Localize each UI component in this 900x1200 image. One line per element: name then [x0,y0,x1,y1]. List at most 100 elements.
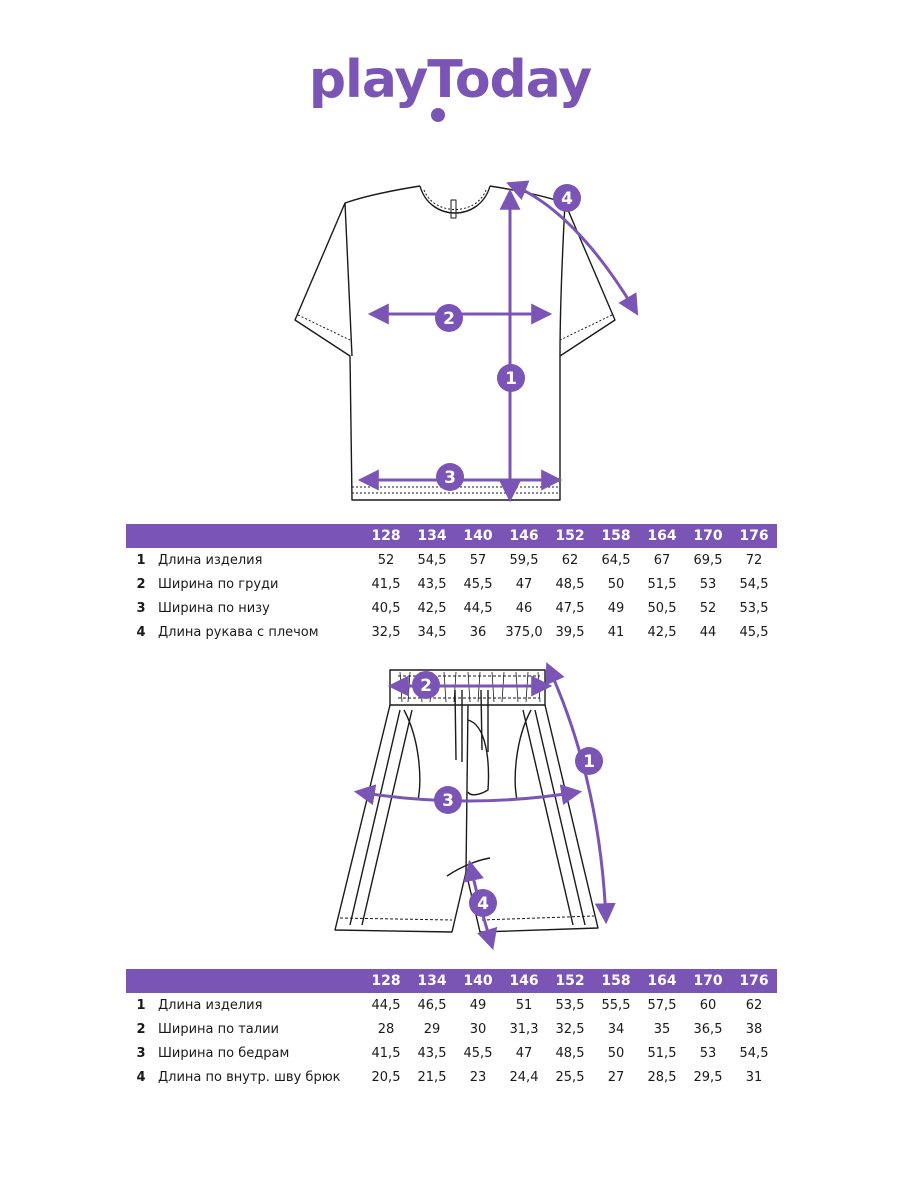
tshirt-table-header: 128 134 140 146 152 158 164 170 176 [126,524,777,548]
cell-value: 46,5 [417,997,447,1013]
cell-value: 31,3 [509,1021,539,1037]
cell-value: 29 [423,1021,441,1037]
size-header: 152 [547,969,593,993]
row-name: Длина по внутр. шву брюк [158,1069,341,1085]
table-row: 2 Ширина по груди 41,5 43,5 45,5 47 48,5… [126,572,777,596]
cell-value: 39,5 [555,624,585,640]
cell-value: 49 [469,997,487,1013]
size-header: 176 [731,524,777,548]
cell-value: 64,5 [601,552,631,568]
shorts-drawing: 1 2 3 4 [334,662,616,951]
cell-value: 28 [377,1021,395,1037]
cell-value: 69,5 [693,552,723,568]
cell-value: 51,5 [647,1045,677,1061]
shorts-marker-1: 1 [583,752,595,772]
row-name: Длина изделия [158,997,263,1013]
table-row: 1 Длина изделия 52 54,5 57 59,5 62 64,5 … [126,548,777,572]
cell-value: 45,5 [463,1045,493,1061]
row-name: Ширина по низу [158,600,270,616]
cell-value: 51 [515,997,533,1013]
cell-value: 41,5 [371,1045,401,1061]
size-header: 158 [593,524,639,548]
cell-value: 53,5 [555,997,585,1013]
table-row: 1 Длина изделия 44,5 46,5 49 51 53,5 55,… [126,993,777,1017]
cell-value: 29,5 [693,1069,723,1085]
table-row: 3 Ширина по бедрам 41,5 43,5 45,5 47 48,… [126,1041,777,1065]
row-name: Длина рукава с плечом [158,624,319,640]
cell-value: 28,5 [647,1069,677,1085]
cell-value: 47 [515,576,533,592]
row-number: 4 [136,1069,146,1085]
cell-value: 51,5 [647,576,677,592]
cell-value: 25,5 [555,1069,585,1085]
cell-value: 31 [745,1069,763,1085]
cell-value: 67 [653,552,671,568]
table-row: 4 Длина рукава с плечом 32,5 34,5 36 375… [126,620,777,644]
row-name: Ширина по бедрам [158,1045,290,1061]
shorts-marker-4: 4 [477,894,489,914]
cell-value: 24,4 [509,1069,539,1085]
cell-value: 45,5 [463,576,493,592]
table-row: 2 Ширина по талии 28 29 30 31,3 32,5 34 … [126,1017,777,1041]
row-number: 2 [136,576,146,592]
logo-dot [431,108,445,122]
cell-value: 36 [469,624,487,640]
cell-value: 375,0 [505,624,543,640]
cell-value: 32,5 [555,1021,585,1037]
cell-value: 54,5 [417,552,447,568]
cell-value: 57 [469,552,487,568]
cell-value: 47,5 [555,600,585,616]
cell-value: 44,5 [371,997,401,1013]
cell-value: 30 [469,1021,487,1037]
cell-value: 60 [699,997,717,1013]
cell-value: 49 [607,600,625,616]
row-name: Ширина по талии [158,1021,279,1037]
cell-value: 59,5 [509,552,539,568]
cell-value: 43,5 [417,1045,447,1061]
size-header: 134 [409,969,455,993]
size-header: 140 [455,969,501,993]
size-header: 134 [409,524,455,548]
size-header: 176 [731,969,777,993]
brand-logo: playToday [0,50,900,130]
cell-value: 38 [745,1021,763,1037]
row-name: Длина изделия [158,552,263,568]
tshirt-drawing: 1 2 3 4 [294,180,639,503]
cell-value: 48,5 [555,1045,585,1061]
cell-value: 62 [561,552,579,568]
tshirt-size-table: 128 134 140 146 152 158 164 170 176 1 Дл… [126,524,777,644]
shorts-length-line [545,662,616,925]
row-number: 1 [136,997,146,1013]
logo-text: playToday [308,50,592,110]
cell-value: 35 [653,1021,671,1037]
size-header: 152 [547,524,593,548]
size-header: 158 [593,969,639,993]
size-header: 140 [455,524,501,548]
shorts-size-table: 128 134 140 146 152 158 164 170 176 1 Дл… [126,969,777,1089]
row-number: 4 [136,624,146,640]
row-number: 3 [136,1045,146,1061]
tshirt-marker-1: 1 [505,369,517,389]
cell-value: 42,5 [647,624,677,640]
size-header: 146 [501,524,547,548]
cell-value: 21,5 [417,1069,447,1085]
cell-value: 54,5 [739,1045,769,1061]
cell-value: 20,5 [371,1069,401,1085]
row-name: Ширина по груди [158,576,279,592]
cell-value: 53,5 [739,600,769,616]
cell-value: 62 [745,997,763,1013]
tshirt-marker-4: 4 [561,189,573,209]
cell-value: 52 [699,600,717,616]
cell-value: 44 [699,624,717,640]
cell-value: 55,5 [601,997,631,1013]
cell-value: 52 [377,552,395,568]
tshirt-marker-3: 3 [444,468,456,488]
cell-value: 50 [607,1045,625,1061]
size-header: 170 [685,969,731,993]
cell-value: 50 [607,576,625,592]
cell-value: 23 [469,1069,487,1085]
cell-value: 27 [607,1069,625,1085]
cell-value: 50,5 [647,600,677,616]
table-row: 4 Длина по внутр. шву брюк 20,5 21,5 23 … [126,1065,777,1089]
cell-value: 34,5 [417,624,447,640]
